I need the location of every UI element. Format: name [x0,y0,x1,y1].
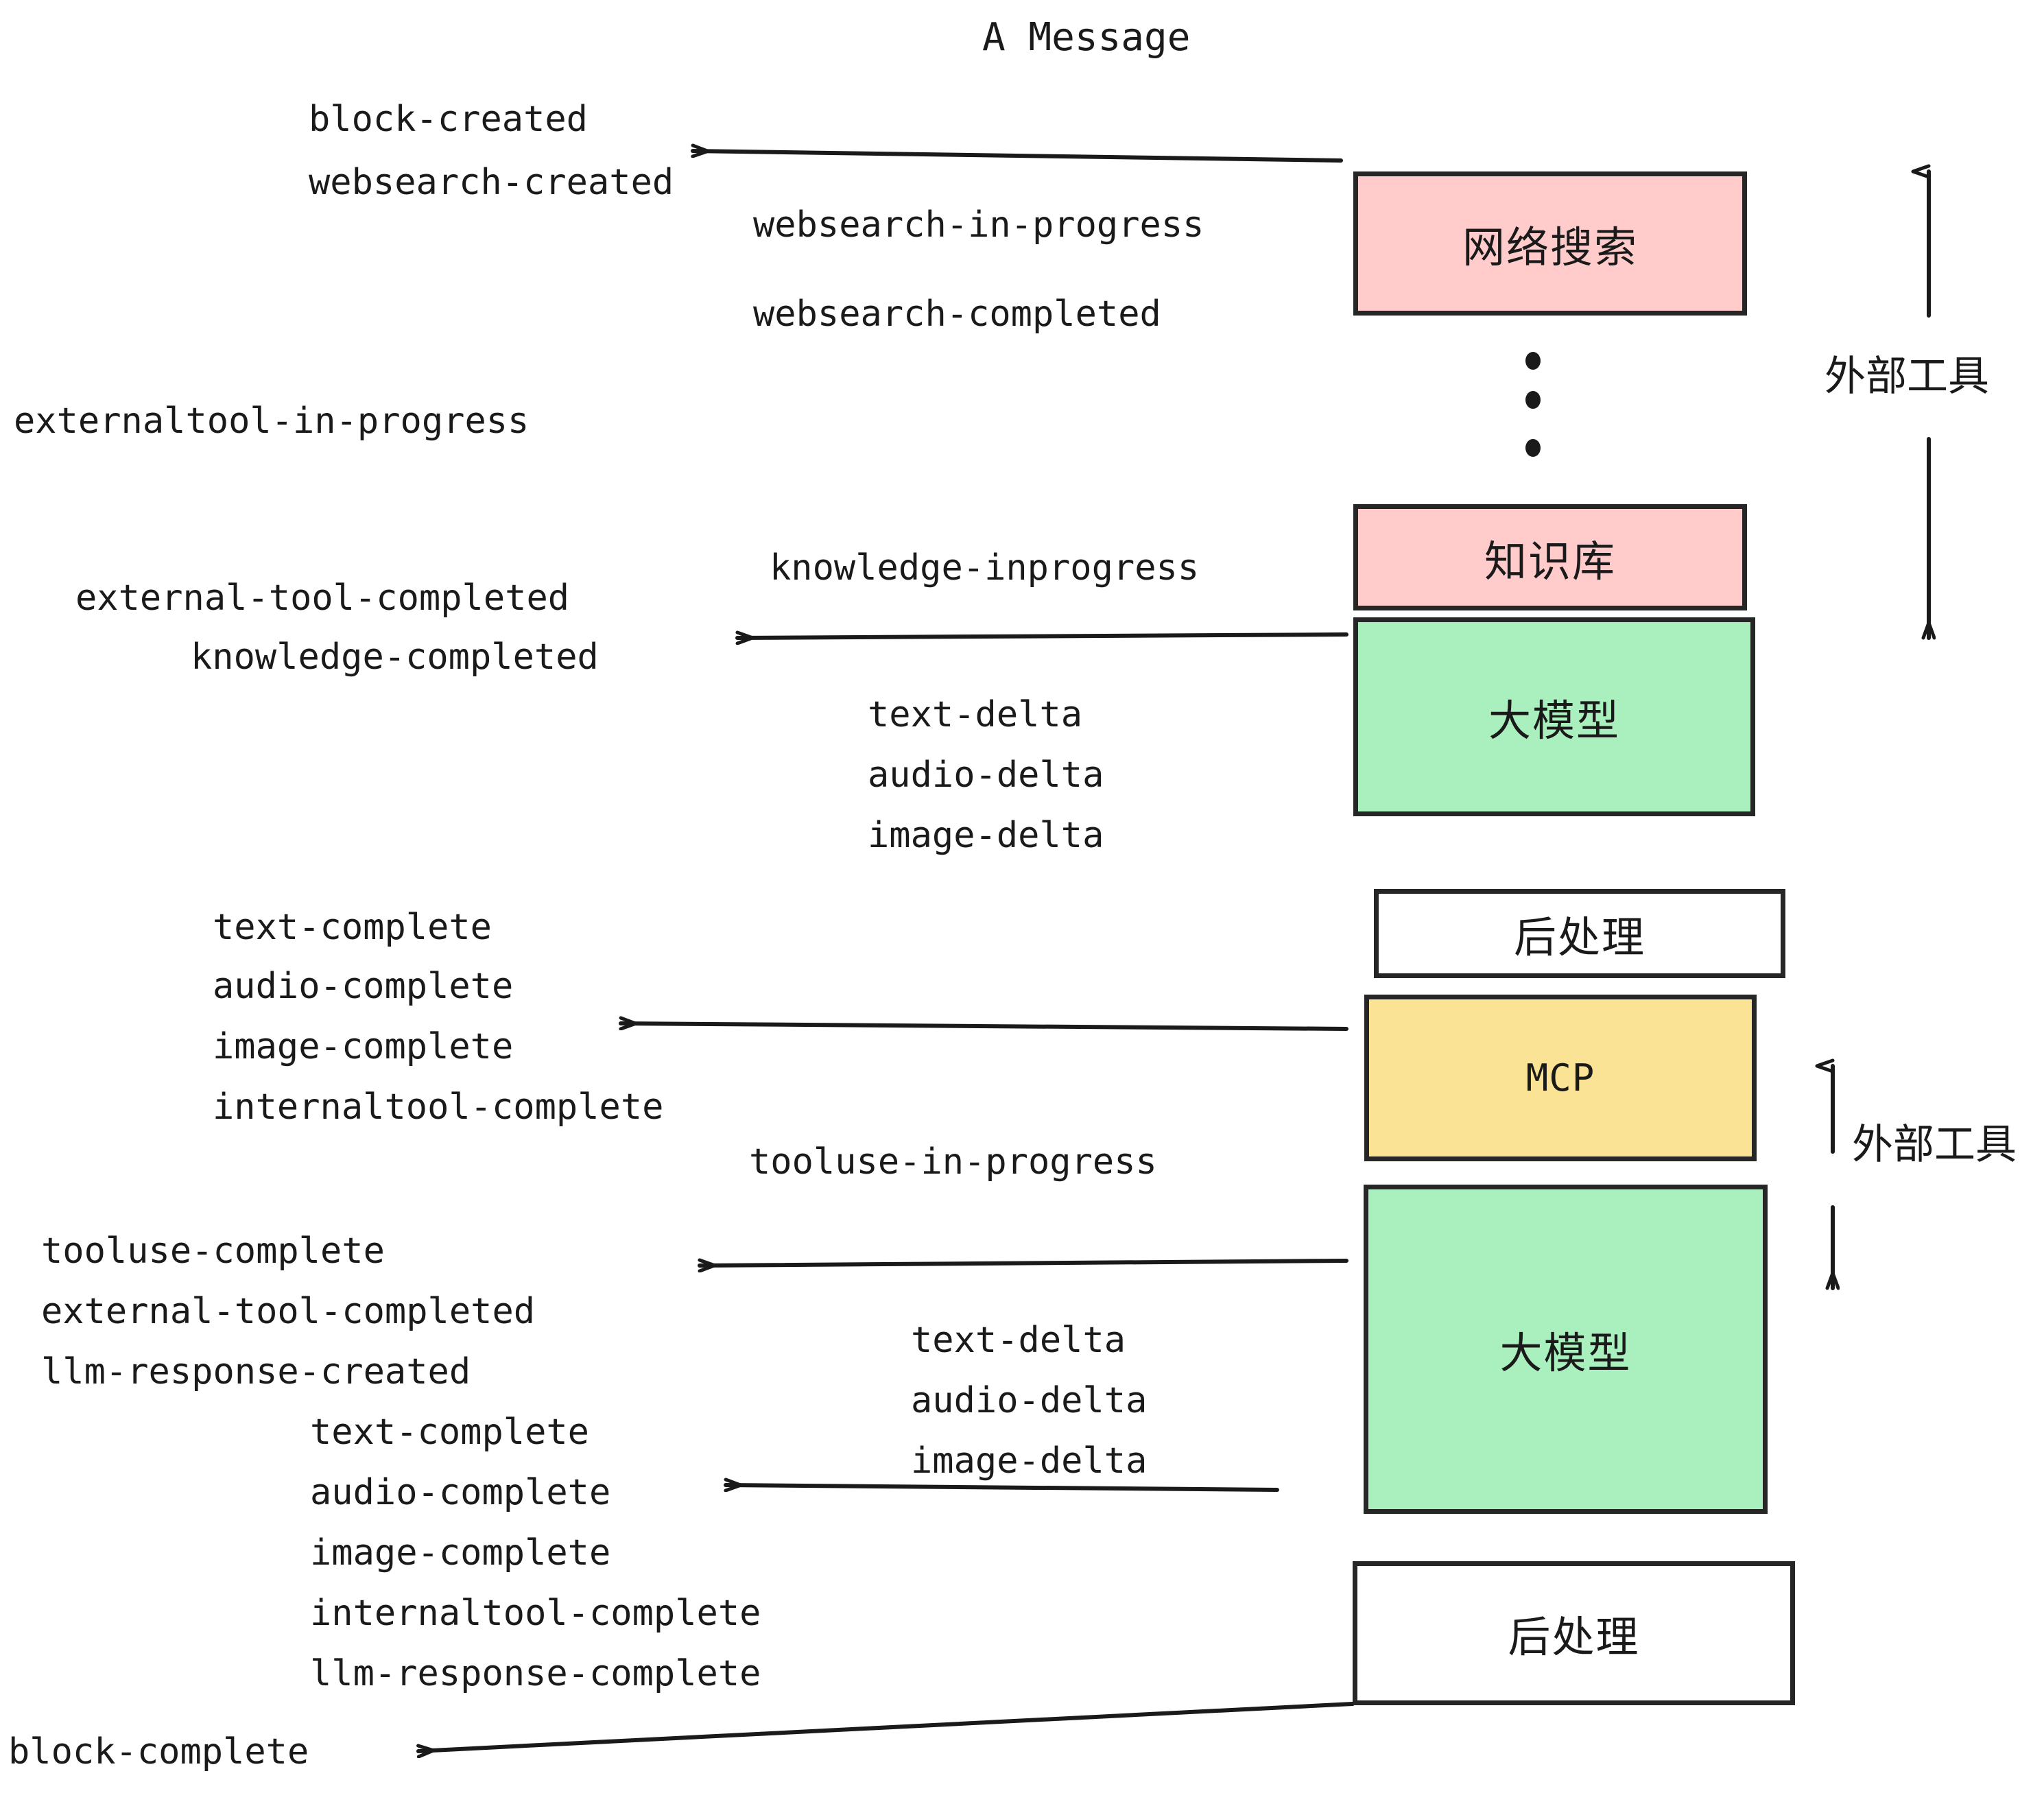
event-text-complete-1: text-complete [213,907,492,948]
node-llm-1-label: 大模型 [1488,696,1620,746]
event-audio-complete-2: audio-complete [310,1472,611,1513]
node-postprocess-1-label: 后处理 [1513,912,1645,962]
event-knowledge-inprogress: knowledge-inprogress [770,547,1200,589]
event-externaltool-in-progress: externaltool-in-progress [14,401,530,442]
arrow-postprocess-to-image-complete [619,1023,1348,1031]
arrow-postprocess2-to-block-complete [416,1702,1355,1751]
ellipsis-dot-3 [1525,439,1541,457]
page-title: A Message [982,15,1191,60]
node-postprocess-2-label: 后处理 [1508,1612,1640,1662]
arrow-llm2-to-audio-complete [724,1485,1279,1490]
event-image-delta-1: image-delta [868,815,1104,856]
node-postprocess-2[interactable]: 后处理 [1353,1561,1795,1705]
event-knowledge-completed: knowledge-completed [191,637,599,678]
event-image-complete-2: image-complete [310,1532,611,1574]
event-audio-complete-1: audio-complete [213,966,514,1007]
arrow-knowledge-to-completed [735,634,1348,638]
event-internaltool-complete-2: internaltool-complete [310,1593,761,1634]
external-tools-label-top: 外部工具 [1825,353,1989,401]
event-tooluse-in-progress: tooluse-in-progress [749,1141,1157,1183]
event-internaltool-complete-1: internaltool-complete [213,1087,664,1128]
node-postprocess-1[interactable]: 后处理 [1374,889,1785,978]
arrow-mcp-to-tooluse-complete [698,1261,1348,1266]
event-block-created: block-created [309,99,588,140]
event-text-delta-1: text-delta [868,694,1083,735]
node-llm-2-label: 大模型 [1499,1328,1632,1378]
event-tooluse-complete: tooluse-complete [41,1231,385,1272]
node-websearch[interactable]: 网络搜索 [1353,171,1747,316]
ellipsis-dot-2 [1525,391,1541,409]
ellipsis-dot-1 [1525,352,1541,370]
event-websearch-completed: websearch-completed [753,294,1161,335]
event-audio-delta-1: audio-delta [868,755,1104,796]
node-llm-1[interactable]: 大模型 [1353,617,1755,816]
event-llm-response-complete: llm-response-complete [310,1653,761,1694]
node-knowledge-label: 知识库 [1484,536,1616,586]
node-llm-2[interactable]: 大模型 [1364,1185,1768,1514]
event-websearch-in-progress: websearch-in-progress [753,204,1204,246]
arrow-websearch-to-block-created [691,151,1343,163]
event-text-delta-2: text-delta [911,1320,1126,1361]
event-text-complete-2: text-complete [310,1412,589,1453]
event-external-tool-completed-2: external-tool-completed [41,1291,536,1332]
external-tools-label-bottom: 外部工具 [1852,1121,2017,1169]
event-websearch-created: websearch-created [309,162,674,203]
node-mcp-label: MCP [1525,1056,1595,1100]
event-llm-response-created: llm-response-created [41,1351,471,1392]
event-audio-delta-2: audio-delta [911,1380,1148,1421]
node-websearch-label: 网络搜索 [1462,222,1638,272]
node-knowledge[interactable]: 知识库 [1353,504,1747,610]
node-mcp[interactable]: MCP [1364,995,1757,1161]
event-image-delta-2: image-delta [911,1440,1148,1482]
event-image-complete-1: image-complete [213,1026,514,1067]
event-external-tool-completed-1: external-tool-completed [75,578,570,619]
event-block-complete: block-complete [8,1731,309,1772]
